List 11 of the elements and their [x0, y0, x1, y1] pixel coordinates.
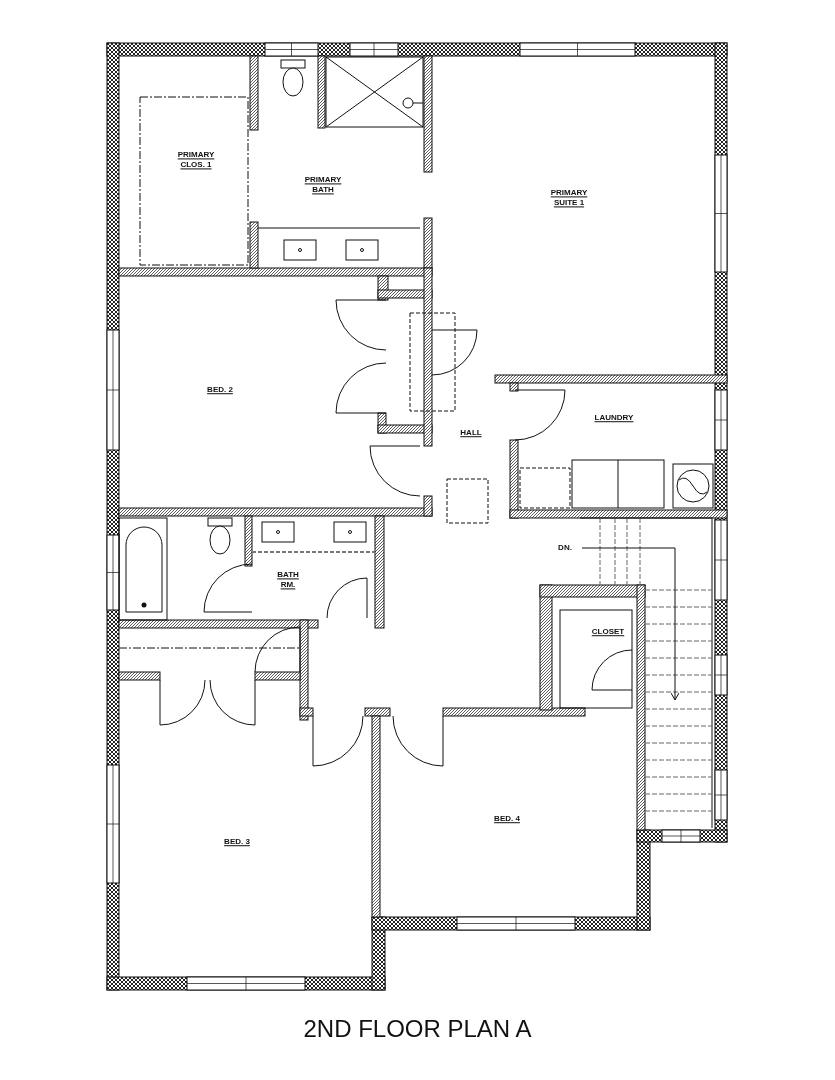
- room-label: PRIMARY BATH: [301, 175, 345, 195]
- room-label: BED. 4: [494, 814, 520, 824]
- room-label: LAUNDRY: [594, 413, 634, 423]
- room-label: PRIMARY SUITE 1: [547, 188, 591, 208]
- room-label: BED. 3: [224, 837, 250, 847]
- room-label: PRIMARY CLOS. 1: [174, 150, 218, 170]
- room-label: HALL: [460, 428, 482, 438]
- stair-direction-label: DN.: [558, 543, 572, 553]
- plan-title: 2ND FLOOR PLAN A: [302, 1015, 533, 1043]
- room-label: CLOSET: [591, 627, 625, 637]
- room-label: BED. 2: [207, 385, 233, 395]
